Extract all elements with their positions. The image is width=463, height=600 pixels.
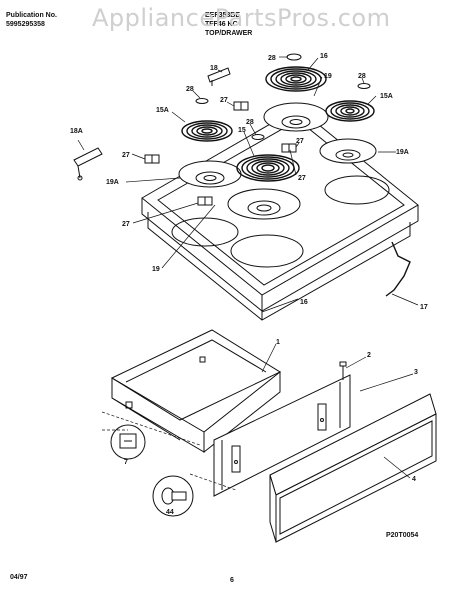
callout-19-front: 19 [152, 266, 160, 273]
callout-28-center: 28 [246, 119, 254, 126]
bracket-18 [207, 67, 231, 86]
callout-16-front: 16 [300, 299, 308, 306]
receptacle-27-left [144, 154, 160, 164]
callout-15A-right: 15A [380, 93, 393, 100]
surface-element-small-left [181, 120, 233, 142]
callout-27-right: 27 [296, 138, 304, 145]
screw-3 [339, 361, 347, 380]
diagram-id: P20T0054 [386, 532, 418, 539]
watermark: AppliancePartsPros.com [92, 4, 391, 32]
leader-lines-top [77, 56, 419, 313]
callout-27-left: 27 [122, 152, 130, 159]
leader-lines-drawer-solid [261, 343, 414, 479]
trim-part-28-center [251, 134, 265, 140]
callout-3: 3 [414, 369, 418, 376]
callout-15: 15 [238, 127, 246, 134]
surface-element-large-front [236, 154, 300, 182]
receptacle-27-front [197, 196, 213, 206]
receptacle-27-right [281, 143, 297, 153]
callout-28-right: 28 [358, 73, 366, 80]
surface-element-large-rear [265, 66, 327, 92]
section-title: TOP/DRAWER [205, 30, 253, 37]
callout-27-upper: 27 [220, 97, 228, 104]
callout-28-left: 28 [186, 86, 194, 93]
callout-15A-left: 15A [156, 107, 169, 114]
callout-19-top: 19 [324, 73, 332, 80]
callout-17: 17 [420, 304, 428, 311]
callout-28-rear: 28 [268, 55, 276, 62]
trim-part-28-right [357, 83, 371, 89]
surface-element-small-right [325, 100, 375, 122]
callout-4: 4 [412, 476, 416, 483]
drip-bowl-rear [263, 102, 329, 132]
callout-7: 7 [124, 459, 128, 466]
publication-label: Publication No. [6, 12, 57, 19]
drip-bowl-right [319, 138, 377, 164]
drawer-body-1 [110, 329, 282, 454]
model-number-1: EEF353BE [205, 12, 241, 19]
wire-harness-17 [385, 241, 411, 297]
drip-bowl-left [178, 160, 242, 188]
bracket-18A [73, 147, 103, 181]
footer-page-number: 6 [230, 577, 234, 584]
callout-2: 2 [367, 352, 371, 359]
drip-bowl-center [227, 188, 301, 220]
callout-27-front: 27 [122, 221, 130, 228]
drawer-roller-44 [152, 475, 194, 517]
cooktop-cutout-front-right [230, 234, 304, 268]
model-number-2: TFF46 KC [205, 21, 238, 28]
drawer-glide-7 [110, 424, 146, 460]
footer-date: 04/97 [10, 574, 28, 581]
drawer-handle-panel-4 [269, 393, 437, 543]
callout-18: 18 [210, 65, 218, 72]
callout-16-top: 16 [320, 53, 328, 60]
drawer-front-panel-2 [213, 374, 351, 497]
cooktop-cutout-rear-right [324, 175, 390, 205]
callout-19A-left: 19A [106, 179, 119, 186]
callout-27-center: 27 [298, 175, 306, 182]
receptacle-27-upper [233, 101, 249, 111]
cooktop-cutout-front-left [171, 217, 239, 247]
callout-44: 44 [166, 509, 174, 516]
leader-lines-drawer [101, 411, 237, 491]
callout-1: 1 [276, 339, 280, 346]
callout-19A-right: 19A [396, 149, 409, 156]
publication-number: 5995295358 [6, 21, 45, 28]
trim-part-28-rear [286, 53, 302, 61]
callout-18A: 18A [70, 128, 83, 135]
trim-part-28-left [195, 98, 209, 104]
